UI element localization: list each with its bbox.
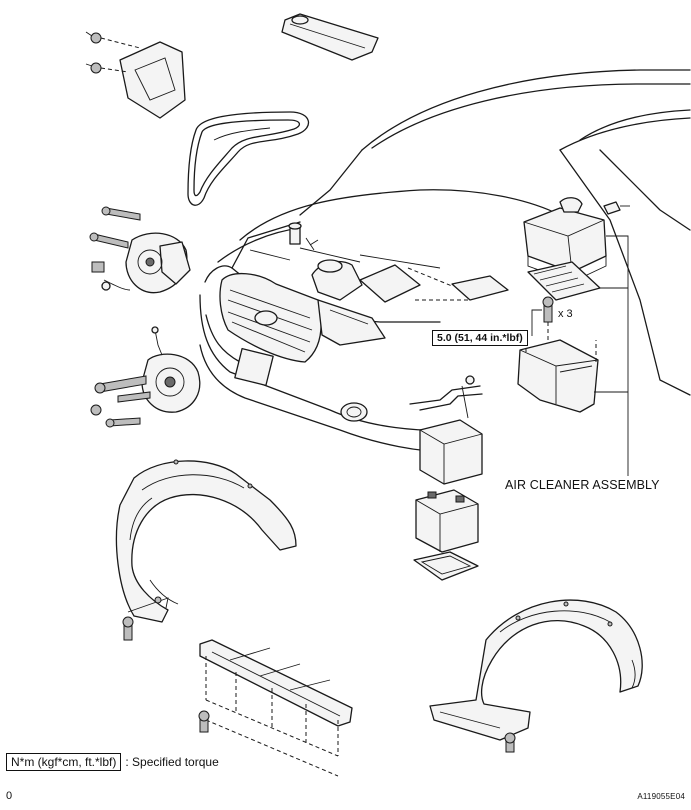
alternator-part <box>89 206 191 294</box>
vehicle-front-body <box>199 69 691 453</box>
torque-legend: N*m (kgf*cm, ft.*lbf) : Specified torque <box>6 753 219 771</box>
torque-value-box: 5.0 (51, 44 in.*lbf) <box>432 330 528 346</box>
figure-code: A119055E04 <box>637 792 685 801</box>
timing-cover-part <box>85 31 186 119</box>
torque-leader <box>531 309 542 336</box>
air-cleaner-assembly-label: AIR CLEANER ASSEMBLY <box>505 478 660 492</box>
engine-under-cover-part <box>198 639 353 777</box>
battery-group <box>409 375 483 581</box>
air-cleaner-group <box>517 197 630 476</box>
bolt-quantity-label: x 3 <box>558 308 573 320</box>
left-fender-liner-part <box>115 459 297 641</box>
right-fender-liner-part <box>429 599 643 753</box>
drive-belt-part <box>187 111 309 206</box>
engine-cover-part <box>281 13 379 61</box>
legend-torque-unit-box: N*m (kgf*cm, ft.*lbf) <box>6 753 122 771</box>
legend-text: : Specified torque <box>125 755 219 769</box>
corner-code: 0 <box>6 790 13 802</box>
compressor-part <box>90 326 201 428</box>
